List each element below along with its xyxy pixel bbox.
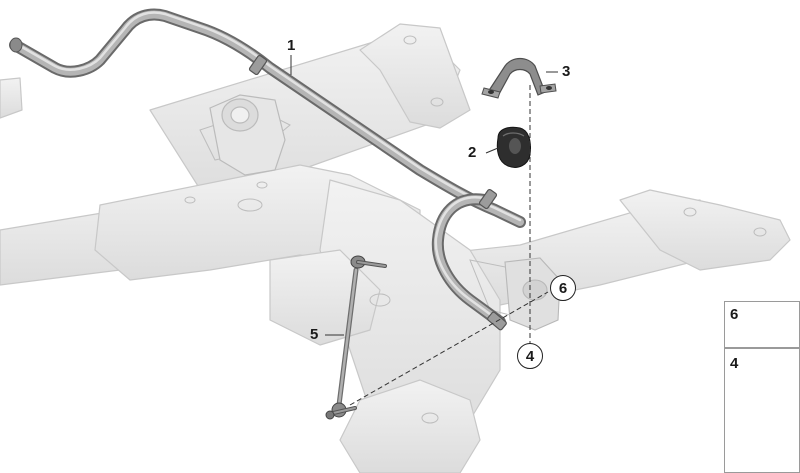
callout-stabilizer-bar: 1: [287, 37, 296, 54]
bar-mount-right: [504, 257, 561, 331]
bracket: [481, 57, 557, 99]
stabilizer-link: [325, 255, 387, 420]
callout-nut-circled: 6: [550, 275, 576, 301]
callout-link: 5: [310, 326, 319, 343]
leader-lines: [290, 55, 558, 336]
side-panel-number-bolt: 4: [730, 355, 739, 372]
side-panel-box-bolt: [724, 348, 800, 473]
side-panel-box-nut: [724, 301, 800, 348]
callout-rubber-mounting: 2: [468, 144, 477, 161]
subframe: [0, 23, 791, 473]
rear-bushing-mount: [209, 94, 286, 176]
stabilizer-bar: [9, 8, 526, 331]
dashed-guide-lines: [349, 85, 549, 406]
side-panel-number-nut: 6: [730, 306, 739, 323]
bar-end-left: [9, 37, 23, 53]
callout-bolt-circled: 4: [517, 343, 543, 369]
callout-bracket: 3: [562, 63, 571, 80]
rubber-mounting: [496, 126, 531, 168]
